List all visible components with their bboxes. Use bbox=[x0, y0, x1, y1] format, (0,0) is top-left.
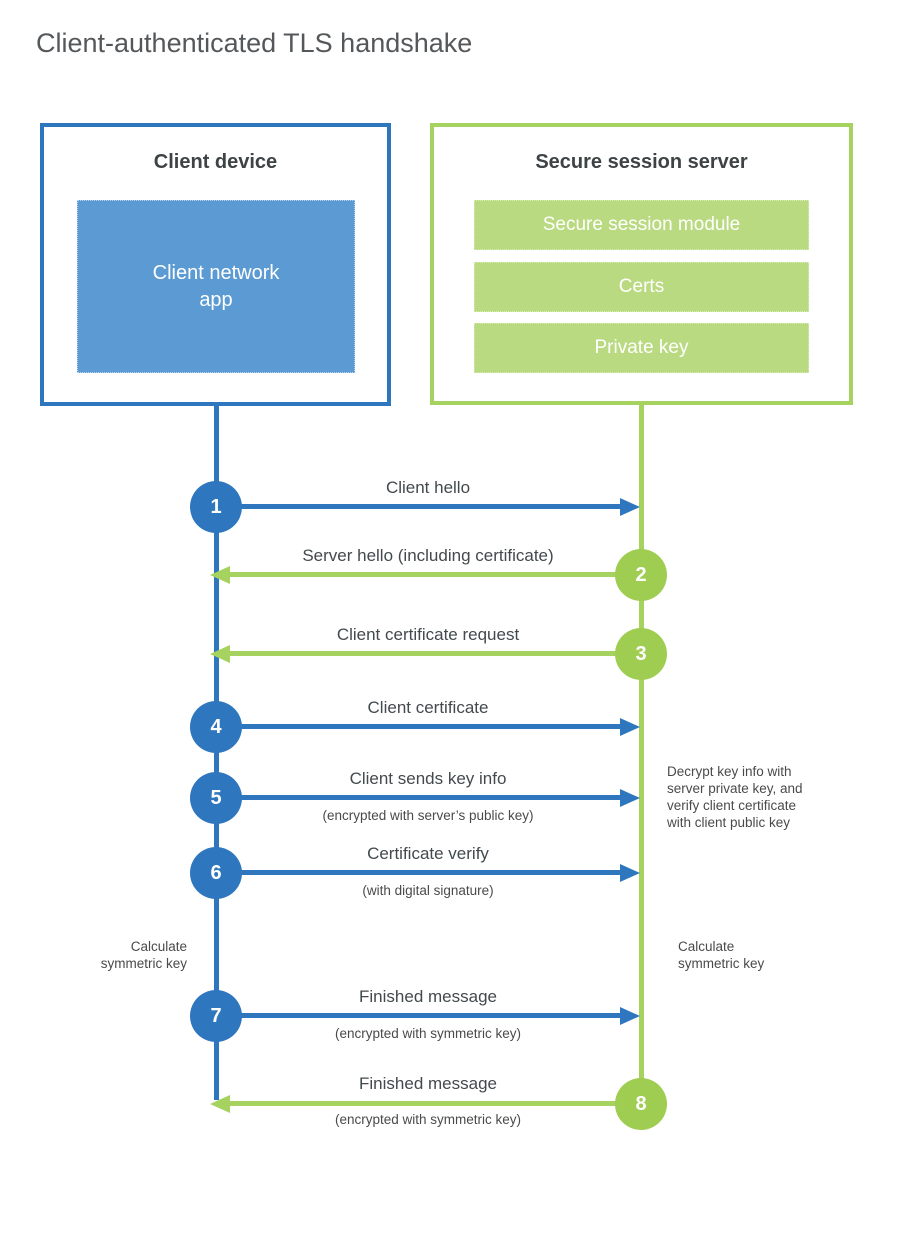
step-3-arrowhead-icon bbox=[210, 645, 230, 663]
decrypt-key-note: Decrypt key info with server private key… bbox=[667, 763, 803, 831]
step-2-label: Server hello (including certificate) bbox=[302, 546, 554, 565]
step-5-label: Client sends key info bbox=[349, 769, 507, 788]
step-5-number: 5 bbox=[210, 786, 222, 809]
step-3-label: Client certificate request bbox=[336, 625, 520, 644]
step-6-arrowhead-icon bbox=[620, 864, 640, 882]
step-3-number: 3 bbox=[635, 642, 647, 665]
client-device-box: Client device Client network app bbox=[40, 123, 391, 406]
decrypt-note-line-1: Decrypt key info with bbox=[667, 764, 792, 779]
step-5-circle: 5 bbox=[190, 772, 242, 824]
step-6-arrow bbox=[216, 870, 620, 875]
step-1-arrowhead-icon bbox=[620, 498, 640, 516]
step-2-circle: 2 bbox=[615, 549, 667, 601]
decrypt-note-line-2: server private key, and bbox=[667, 781, 803, 796]
calculate-symmetric-key-note-server: Calculate symmetric key bbox=[678, 938, 764, 972]
calc-right-line-1: Calculate bbox=[678, 939, 735, 954]
step-4-label: Client certificate bbox=[367, 698, 489, 717]
step-4-circle: 4 bbox=[190, 701, 242, 753]
step-8-label: Finished message bbox=[359, 1074, 497, 1093]
step-7-label: Finished message bbox=[359, 987, 497, 1006]
private-key-bar: Private key bbox=[474, 323, 809, 373]
certs-bar: Certs bbox=[474, 262, 809, 312]
step-8-number: 8 bbox=[635, 1092, 647, 1115]
step-8-arrowhead-icon bbox=[210, 1095, 230, 1113]
step-4-arrowhead-icon bbox=[620, 718, 640, 736]
page-title: Client-authenticated TLS handshake bbox=[36, 28, 473, 58]
secure-session-server-title: Secure session server bbox=[535, 151, 748, 173]
calculate-symmetric-key-note-client: Calculate symmetric key bbox=[60, 938, 187, 972]
step-3-circle: 3 bbox=[615, 628, 667, 680]
step-8-arrow bbox=[230, 1101, 641, 1106]
step-1-circle: 1 bbox=[190, 481, 242, 533]
step-2-arrowhead-icon bbox=[210, 566, 230, 584]
step-5-sublabel: (encrypted with server’s public key) bbox=[322, 808, 534, 823]
step-8-sublabel: (encrypted with symmetric key) bbox=[334, 1112, 522, 1127]
step-1-arrow bbox=[216, 504, 620, 509]
calc-left-line-2: symmetric key bbox=[100, 956, 187, 971]
client-device-title: Client device bbox=[153, 151, 278, 173]
step-7-circle: 7 bbox=[190, 990, 242, 1042]
secure-session-module-bar: Secure session module bbox=[474, 200, 809, 250]
step-8-circle: 8 bbox=[615, 1078, 667, 1130]
step-5-arrowhead-icon bbox=[620, 789, 640, 807]
client-network-app-box: Client network app bbox=[77, 200, 355, 373]
secure-session-server-box: Secure session server Secure session mod… bbox=[430, 123, 853, 405]
step-5-arrow bbox=[216, 795, 620, 800]
step-7-arrowhead-icon bbox=[620, 1007, 640, 1025]
decrypt-note-line-4: with client public key bbox=[667, 815, 791, 830]
calc-left-line-1: Calculate bbox=[130, 939, 187, 954]
step-7-sublabel: (encrypted with symmetric key) bbox=[334, 1026, 522, 1041]
client-network-app-label: Client network app bbox=[152, 261, 280, 311]
step-3-arrow bbox=[230, 651, 641, 656]
step-6-sublabel: (with digital signature) bbox=[362, 883, 494, 898]
step-1-label: Client hello bbox=[385, 478, 471, 497]
step-2-number: 2 bbox=[635, 563, 647, 586]
step-6-number: 6 bbox=[210, 861, 222, 884]
step-4-number: 4 bbox=[210, 715, 222, 738]
step-6-label: Certificate verify bbox=[367, 844, 489, 863]
decrypt-note-line-3: verify client certificate bbox=[667, 798, 797, 813]
calc-right-line-2: symmetric key bbox=[678, 956, 765, 971]
step-4-arrow bbox=[216, 724, 620, 729]
server-lifeline bbox=[639, 403, 644, 1104]
step-2-arrow bbox=[230, 572, 641, 577]
step-6-circle: 6 bbox=[190, 847, 242, 899]
step-7-number: 7 bbox=[210, 1004, 222, 1027]
step-7-arrow bbox=[216, 1013, 620, 1018]
step-1-number: 1 bbox=[210, 495, 222, 518]
